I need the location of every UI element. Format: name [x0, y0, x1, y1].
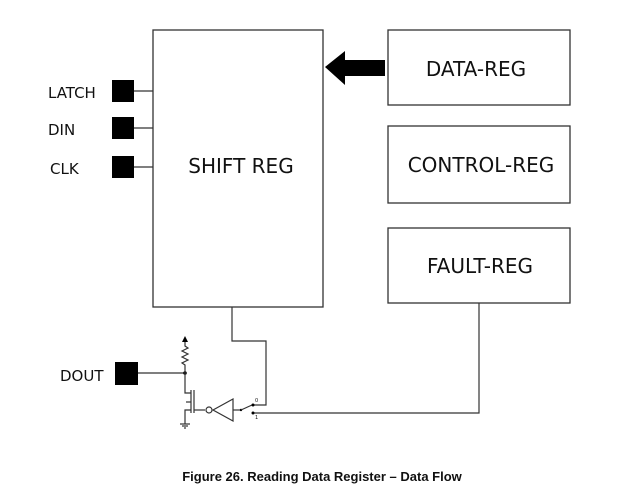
clk-label: CLK: [50, 160, 80, 178]
shift-reg-block: SHIFT REG: [152, 29, 324, 308]
shift-reg-output-wire: [231, 307, 267, 406]
din-pin: DIN: [48, 117, 153, 139]
ground-icon: [180, 423, 190, 429]
mux-input-1-label: 1: [255, 415, 258, 421]
latch-pin: LATCH: [48, 80, 153, 102]
transistor-icon: [184, 373, 205, 424]
data-flow-arrow: [325, 51, 385, 85]
fault-reg-block: FAULT-REG: [387, 227, 571, 304]
data-reg-block: DATA-REG: [387, 29, 571, 106]
mux-switch-icon: 0 1: [239, 398, 258, 421]
latch-label: LATCH: [48, 84, 96, 102]
mux-input-0-label: 0: [255, 398, 258, 404]
dout-label: DOUT: [60, 367, 104, 385]
dout-pin: DOUT: [60, 362, 187, 385]
pull-up-resistor-icon: [180, 336, 190, 373]
data-reg-label: DATA-REG: [426, 57, 526, 81]
clk-pin: CLK: [50, 156, 153, 178]
figure-caption: Figure 26. Reading Data Register – Data …: [182, 469, 462, 484]
din-label: DIN: [48, 121, 75, 139]
fault-reg-label: FAULT-REG: [427, 254, 533, 278]
shift-reg-label: SHIFT REG: [188, 154, 293, 178]
inverter-icon: [205, 397, 240, 423]
control-reg-block: CONTROL-REG: [387, 125, 571, 204]
control-reg-label: CONTROL-REG: [408, 153, 555, 177]
fault-reg-output-wire: [253, 303, 480, 414]
